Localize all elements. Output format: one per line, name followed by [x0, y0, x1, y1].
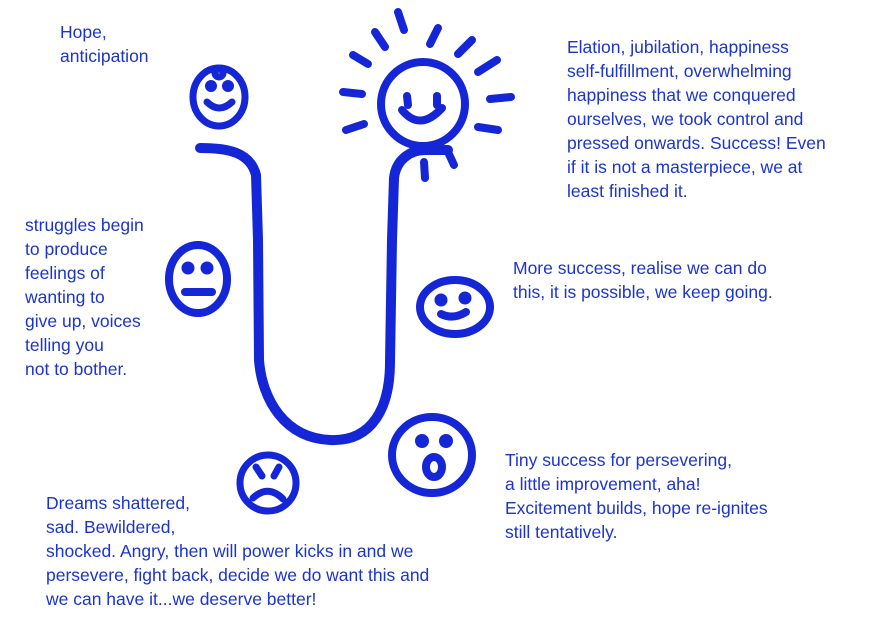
sad-face-icon: [236, 451, 300, 515]
tiny-success-label: Tiny success for persevering, a little i…: [505, 450, 768, 542]
hope-label: Hope, anticipation: [60, 22, 149, 66]
journey-curve: [195, 143, 453, 446]
small-smiley-face-icon: [189, 64, 249, 130]
surprised-face-icon: [388, 413, 476, 497]
neutral-face-icon: [165, 241, 231, 317]
struggles-label: struggles begin to produce feelings of w…: [25, 215, 144, 379]
dreams-shattered-continued-label: shocked. Angry, then will power kicks in…: [46, 541, 430, 609]
more-success-label: More success, realise we can do this, it…: [513, 258, 773, 302]
sun-smiley-face-icon: [339, 8, 515, 182]
dreams-shattered-label: Dreams shattered, sad. Bewildered,: [46, 493, 190, 537]
elation-label: Elation, jubilation, happiness self-fulf…: [567, 37, 826, 201]
content-smiley-face-icon: [416, 276, 494, 338]
